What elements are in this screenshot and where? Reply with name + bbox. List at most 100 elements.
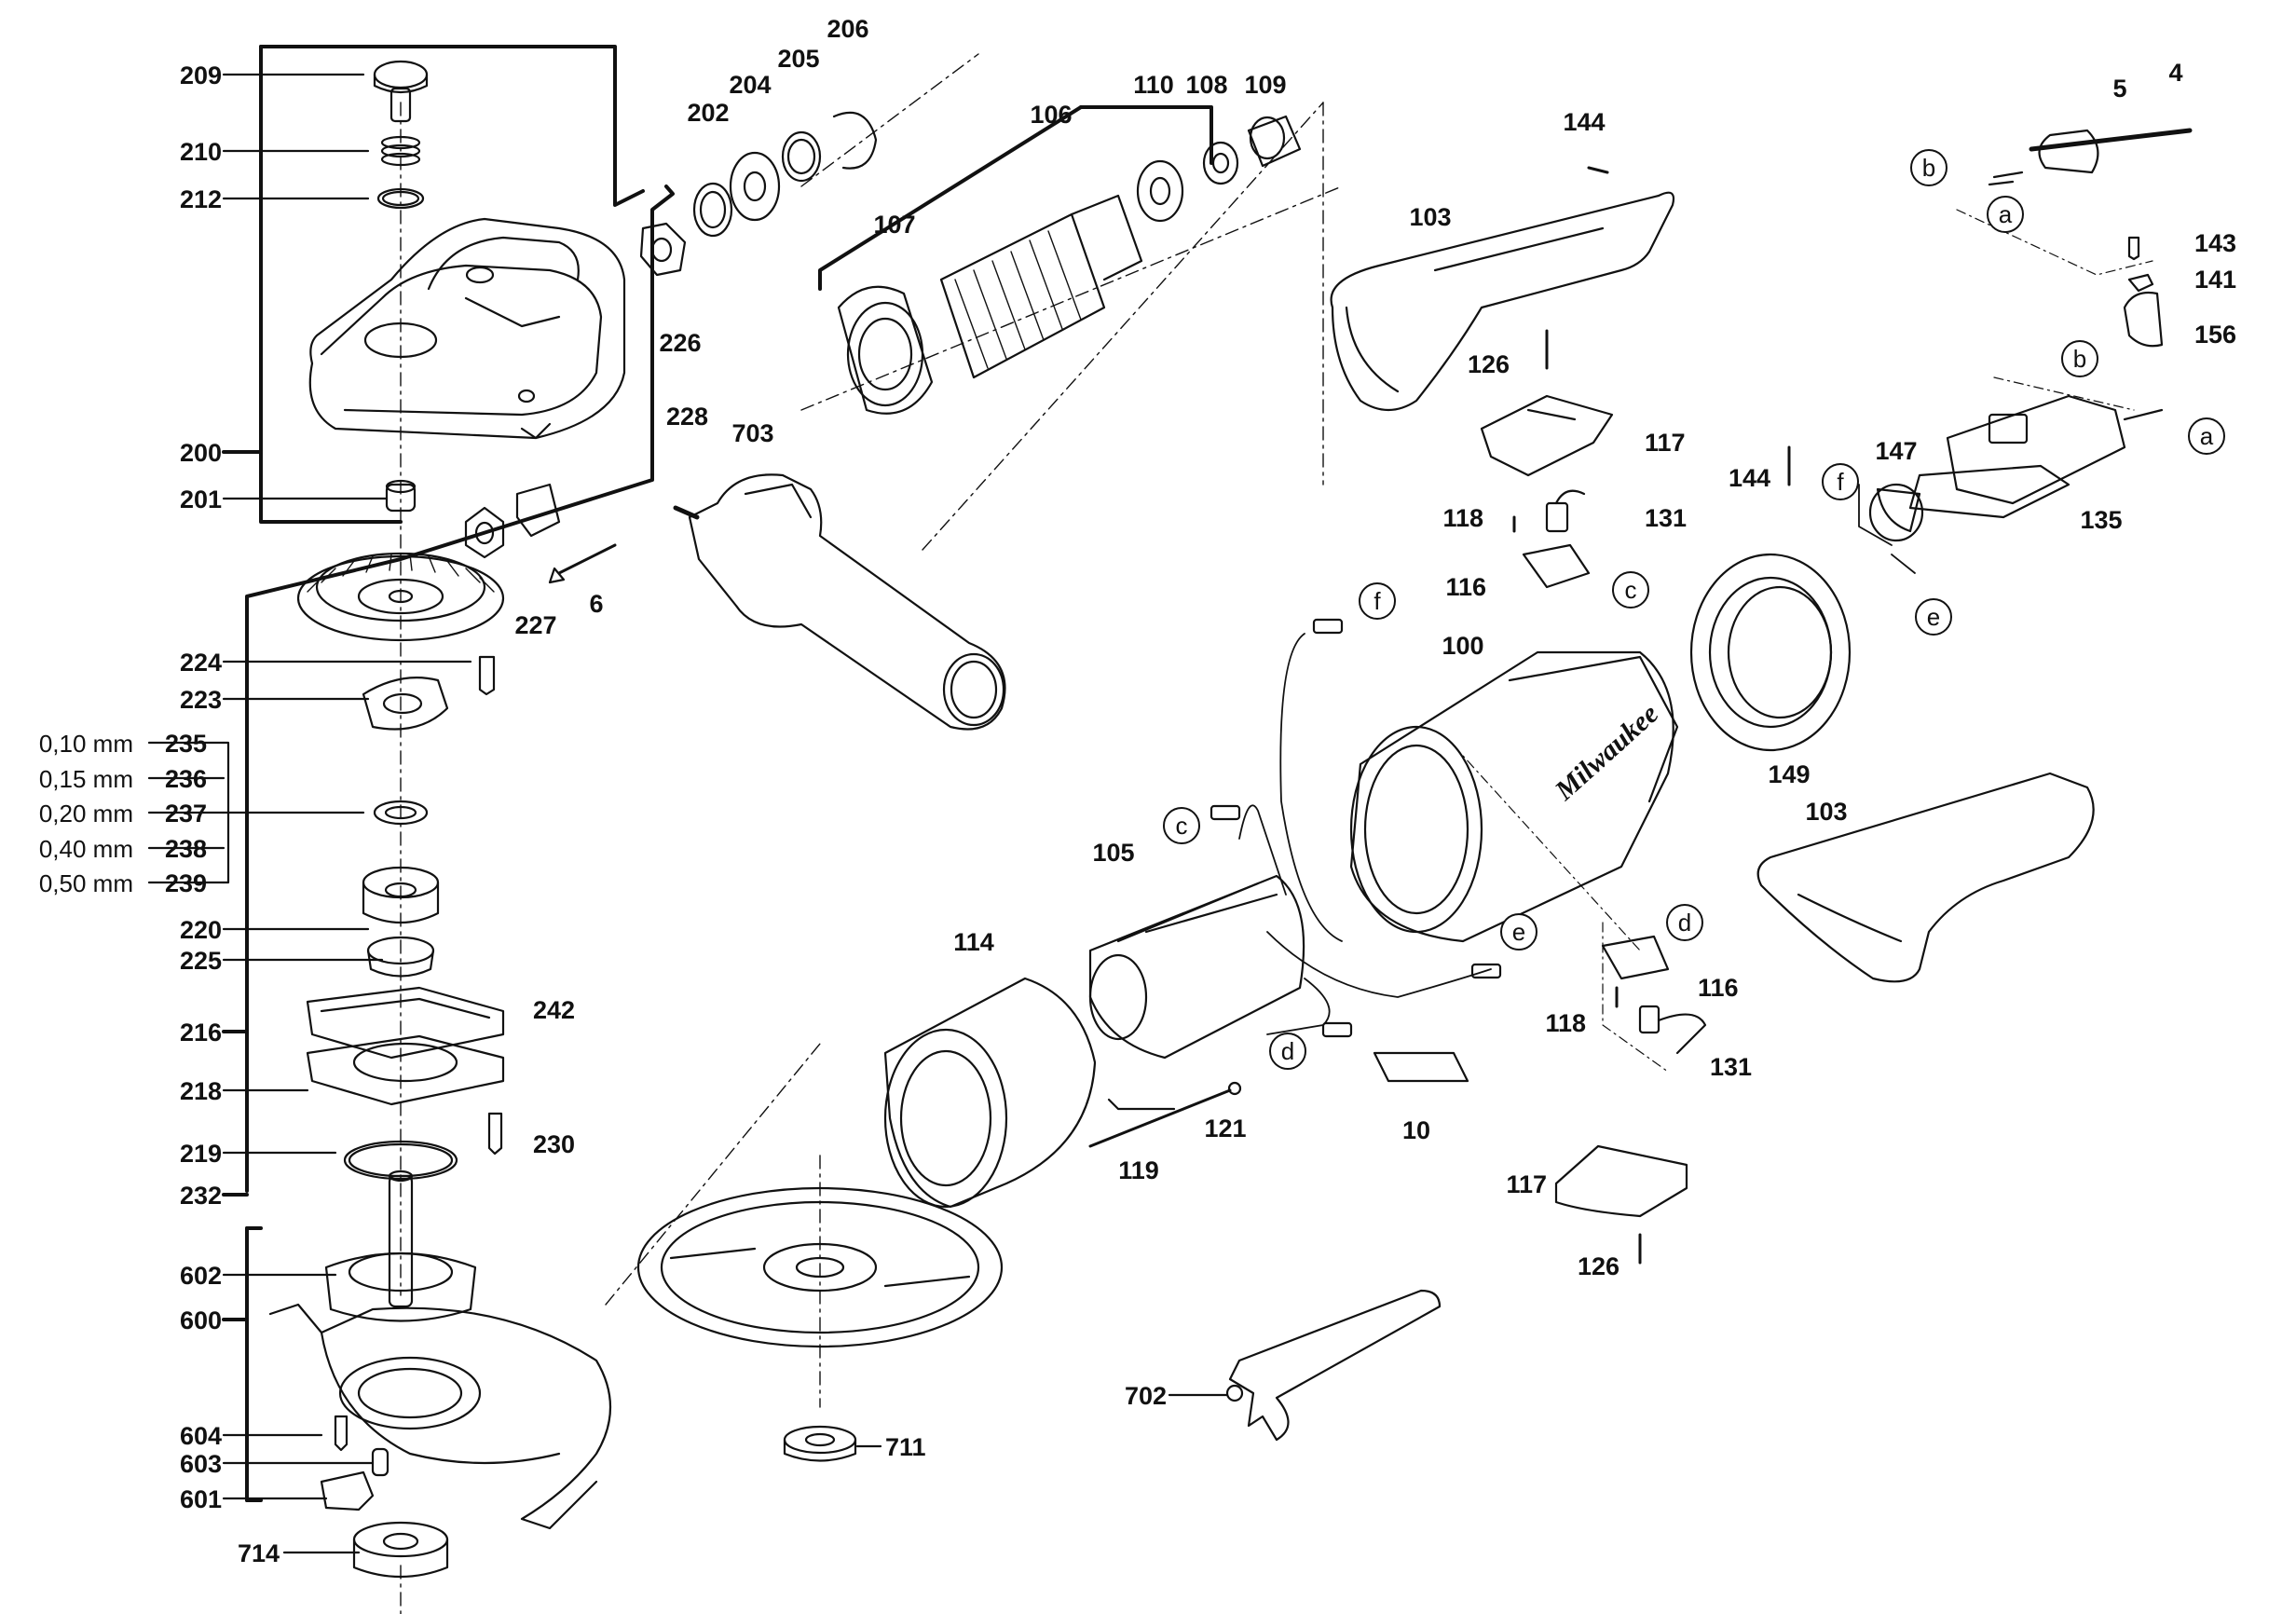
label-143: 143 bbox=[2194, 229, 2237, 257]
label-219: 219 bbox=[179, 1140, 222, 1168]
label-238: 238 bbox=[164, 835, 207, 863]
label-118-bottom: 118 bbox=[1545, 1009, 1586, 1037]
label-711: 711 bbox=[885, 1433, 926, 1461]
part-202-washer bbox=[692, 182, 733, 238]
label-109: 109 bbox=[1244, 71, 1287, 99]
part-156-cap bbox=[2123, 291, 2164, 348]
label-714: 714 bbox=[237, 1539, 280, 1567]
label-235: 235 bbox=[164, 730, 207, 758]
label-131-bottom: 131 bbox=[1710, 1053, 1753, 1081]
label-226: 226 bbox=[659, 329, 702, 357]
label-237: 237 bbox=[164, 800, 207, 828]
label-204: 204 bbox=[729, 71, 772, 99]
label-224: 224 bbox=[179, 649, 222, 677]
part-230-screw bbox=[487, 1112, 503, 1156]
part-4-cord bbox=[2029, 128, 2193, 152]
part-100-housing bbox=[1349, 650, 1674, 943]
connector-c-brush: c bbox=[1612, 571, 1649, 609]
part-103-handle-bottom bbox=[1756, 772, 2095, 983]
label-116-top: 116 bbox=[1445, 573, 1486, 601]
connector-a-cord: a bbox=[1987, 196, 2024, 233]
connector-d-stator: d bbox=[1269, 1033, 1306, 1070]
label-141: 141 bbox=[2194, 266, 2237, 294]
label-126-bottom: 126 bbox=[1577, 1252, 1620, 1280]
part-212-oring bbox=[376, 187, 425, 210]
connector-c-stator: c bbox=[1163, 807, 1200, 844]
part-110-bearing bbox=[1136, 159, 1184, 223]
connector-a-switch: a bbox=[2188, 417, 2225, 455]
label-216: 216 bbox=[179, 1019, 222, 1046]
part-10-plate bbox=[1373, 1051, 1469, 1083]
connector-b-cord: b bbox=[1910, 149, 1948, 186]
part-223-flange bbox=[362, 677, 449, 731]
label-103-bottom: 103 bbox=[1805, 798, 1848, 826]
label-600: 600 bbox=[179, 1306, 222, 1334]
connector-d-brush: d bbox=[1666, 904, 1703, 941]
part-224-screw bbox=[478, 655, 496, 696]
label-225: 225 bbox=[179, 947, 222, 975]
label-121: 121 bbox=[1204, 1115, 1247, 1142]
label-119: 119 bbox=[1118, 1156, 1159, 1184]
connector-b-switch: b bbox=[2061, 340, 2098, 377]
part-711-flange bbox=[783, 1425, 857, 1455]
label-144-mid: 144 bbox=[1728, 464, 1770, 492]
connector-f-wire: f bbox=[1359, 582, 1396, 620]
label-103-top: 103 bbox=[1409, 203, 1452, 231]
label-236: 236 bbox=[164, 765, 207, 793]
label-227: 227 bbox=[514, 611, 557, 639]
part-200-housing bbox=[308, 217, 626, 440]
label-10: 10 bbox=[1401, 1116, 1431, 1144]
label-602: 602 bbox=[179, 1262, 222, 1290]
part-232-spindle bbox=[388, 1174, 414, 1308]
label-108: 108 bbox=[1185, 71, 1228, 99]
label-106: 106 bbox=[1030, 101, 1073, 129]
group-bracket-106 bbox=[818, 105, 1083, 291]
label-603: 603 bbox=[179, 1450, 222, 1478]
label-126-top: 126 bbox=[1467, 350, 1510, 378]
group-bracket-200 bbox=[259, 45, 403, 524]
part-702-wrench bbox=[1228, 1289, 1442, 1442]
label-107: 107 bbox=[873, 211, 916, 239]
label-703: 703 bbox=[731, 419, 774, 447]
part-226-nut bbox=[639, 222, 687, 277]
group-bracket-gearhead bbox=[259, 45, 645, 207]
part-147-cap bbox=[1876, 487, 1921, 533]
part-107-armature bbox=[837, 285, 934, 415]
label-135: 135 bbox=[2080, 506, 2123, 534]
label-209: 209 bbox=[179, 62, 222, 89]
label-232: 232 bbox=[179, 1182, 222, 1210]
part-114-baffle bbox=[883, 977, 1097, 1209]
part-5-sleeve bbox=[2038, 129, 2099, 174]
label-212: 212 bbox=[179, 185, 222, 213]
part-119-bolt bbox=[1088, 1088, 1232, 1148]
connector-e-wire: e bbox=[1500, 913, 1538, 951]
part-141-clip bbox=[2127, 273, 2154, 293]
part-117-cover bbox=[1480, 394, 1614, 477]
brand-mark: Milwaukee bbox=[1549, 698, 1664, 807]
part-103-handle-top bbox=[1330, 191, 1675, 411]
part-703-handle bbox=[688, 473, 1006, 731]
part-116-holder-b bbox=[1601, 935, 1670, 980]
label-202: 202 bbox=[687, 99, 730, 127]
label-702: 702 bbox=[1124, 1382, 1167, 1410]
part-105-stator bbox=[1088, 874, 1305, 1060]
part-600-guard bbox=[268, 1303, 611, 1530]
label-200: 200 bbox=[179, 439, 222, 467]
shim-239-thickness: 0,50 mm bbox=[38, 869, 133, 897]
group-bracket-216 bbox=[245, 185, 675, 1193]
label-205: 205 bbox=[777, 45, 820, 73]
label-601: 601 bbox=[179, 1485, 222, 1513]
shim-235-thickness: 0,10 mm bbox=[38, 730, 133, 758]
label-144-top: 144 bbox=[1563, 108, 1606, 136]
label-210: 210 bbox=[179, 138, 222, 166]
label-223: 223 bbox=[179, 686, 222, 714]
label-5: 5 bbox=[2112, 75, 2127, 103]
part-601-latch bbox=[320, 1470, 375, 1511]
part-204-bearing bbox=[729, 151, 781, 222]
label-206: 206 bbox=[827, 15, 869, 43]
label-220: 220 bbox=[179, 916, 222, 944]
label-131-top: 131 bbox=[1645, 504, 1688, 532]
part-6-screw bbox=[557, 543, 617, 575]
label-604: 604 bbox=[179, 1422, 222, 1450]
